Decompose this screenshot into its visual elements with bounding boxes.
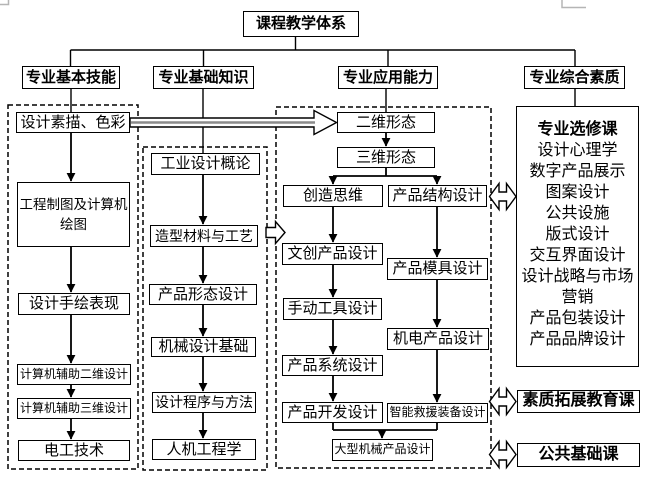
course-box: 工程制图及计算机绘图 [17,182,130,247]
stage-box-2d: 二维形态 [337,112,435,133]
course-box: 产品开发设计 [282,402,383,423]
hollow-flow-arrow-icon [129,109,338,136]
course-box: 手动工具设计 [283,298,382,320]
root-title-box: 课程教学体系 [243,11,359,37]
elective-item: 设计心理学 [537,142,618,159]
elective-item: 数字产品展示 [529,163,626,180]
elective-item: 公共设施 [545,205,610,222]
elective-item: 产品包装设计 [529,310,626,327]
course-box: 设计手绘表现 [18,293,130,315]
merge-course-box: 大型机械产品设计 [332,439,433,461]
elective-item: 交互界面设计 [529,247,626,264]
elective-item: 产品品牌设计 [529,331,626,348]
table-corner-mark-right [561,0,586,9]
branch-application: 专业应用能力 [338,66,438,89]
extension-course-box: 素质拓展教育课 [517,390,640,413]
branch-basic-skills: 专业基本技能 [22,66,120,89]
course-box: 人机工程学 [152,439,256,460]
course-box: 产品形态设计 [149,284,257,305]
group-transition-arrow-icon [265,219,286,246]
course-box: 机电产品设计 [387,328,489,350]
course-box: 创造思维 [283,185,383,207]
table-corner-mark-left [0,0,10,6]
application-flow-arrows [328,133,442,439]
knowledge-group-outline [142,146,268,471]
course-box: 电工技术 [18,440,130,461]
public-course-box: 公共基础课 [517,443,640,467]
course-box: 计算机辅助三维设计 [17,398,131,419]
course-box: 产品系统设计 [282,355,383,376]
course-box: 智能救援装备设计 [387,403,488,423]
elective-item: 版式设计 [545,226,610,243]
exchange-arrows [488,181,517,470]
course-box: 设计素描、色彩 [16,112,130,133]
elective-item: 图案设计 [545,184,610,201]
electives-box: 专业选修课 设计心理学 数字产品展示 图案设计 公共设施 版式设计 交互界面设计… [516,106,639,367]
course-box: 产品结构设计 [388,185,487,207]
course-box: 产品模具设计 [387,258,488,280]
double-arrow-icon-public [488,439,517,470]
elective-item: 设计战略与市场营销 [521,268,634,306]
course-box: 设计程序与方法 [152,392,256,413]
double-arrow-icon-electives [488,181,517,212]
course-box: 计算机辅助二维设计 [17,364,131,385]
double-arrow-icon-extension [488,386,517,417]
application-group-outline [275,106,492,469]
course-box: 文创产品设计 [282,243,383,265]
branch-quality: 专业综合素质 [524,66,625,89]
course-box: 造型材料与工艺 [150,225,258,247]
course-box: 工业设计概论 [151,153,260,175]
tree-connectors [69,37,576,153]
skills-group-outline [7,104,139,470]
stage-box-3d: 三维形态 [337,147,435,168]
branch-basic-knowledge: 专业基础知识 [153,66,254,89]
course-box: 机械设计基础 [151,337,256,357]
electives-title: 专业选修课 [537,121,618,138]
